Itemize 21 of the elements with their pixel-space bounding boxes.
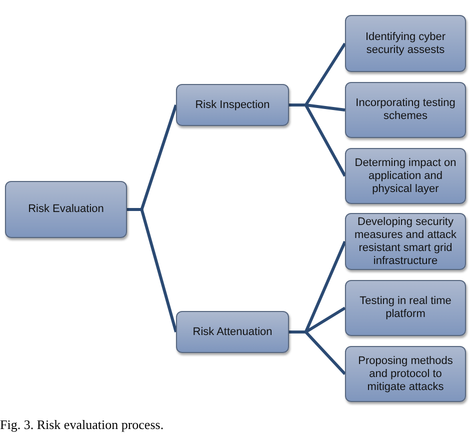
box-label: Determing impact on application and physical layer [354, 156, 458, 196]
figure-caption: Fig. 3. Risk evaluation process. [0, 417, 164, 433]
box-label: Risk Inspection [195, 98, 270, 112]
box-label: Proposing methods and protocol to mitigate attacks [357, 354, 454, 394]
box-label: Developing security measures and attack resistant smart grid infrastructure [353, 216, 458, 268]
connector-line [289, 330, 346, 376]
box-label: Incorporating testing schemes [354, 97, 456, 123]
process-box [176, 311, 289, 353]
process-box [345, 346, 466, 402]
box-label: Risk Evaluation [28, 203, 104, 216]
process-box [176, 84, 289, 126]
process-box [345, 148, 466, 204]
process-box [345, 15, 466, 72]
process-box [345, 280, 466, 336]
box-label: Identifying cyber security assests [364, 30, 447, 56]
connector-line [127, 208, 178, 332]
process-box [5, 181, 127, 238]
process-box [345, 82, 466, 138]
process-box [345, 213, 466, 270]
box-label: Risk Attenuation [192, 326, 272, 338]
box-label: Testing in real time platform [358, 295, 452, 321]
